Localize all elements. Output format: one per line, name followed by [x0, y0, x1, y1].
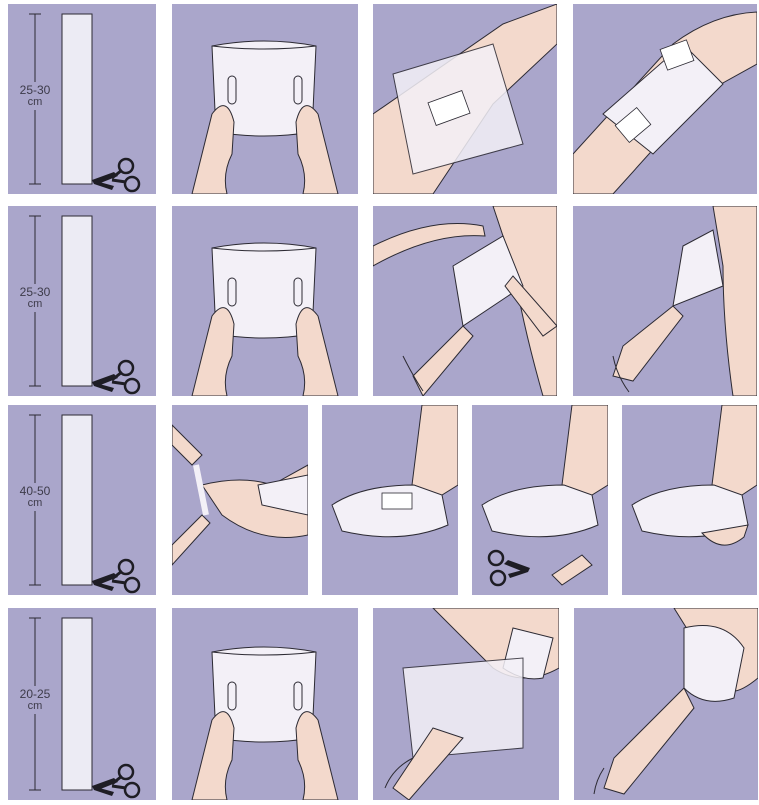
- bandage-on-foot-illustration: [322, 405, 458, 595]
- hands-holding-bandage-illustration: [172, 206, 358, 396]
- row3-step3-panel: [322, 405, 458, 595]
- scissors-icon: [92, 560, 139, 592]
- length-label: 40-50 cm: [13, 483, 57, 511]
- row3-step2-panel: [172, 405, 308, 595]
- hands-holding-bandage-illustration: [172, 608, 358, 800]
- bandaged-knee-illustration: [573, 4, 757, 194]
- row3-step5-panel: [622, 405, 757, 595]
- row4-step3-panel: [373, 608, 559, 800]
- row4-step2-panel: [172, 608, 358, 800]
- row3-step4-panel: [472, 405, 608, 595]
- bandaged-upper-arm-illustration: [573, 206, 757, 396]
- hands-holding-bandage-illustration: [172, 4, 358, 194]
- length-value: 25-30: [20, 83, 51, 97]
- row2-step4-panel: [573, 206, 757, 396]
- scissors-icon: [92, 159, 139, 191]
- stretching-bandage-over-foot-illustration: [172, 405, 308, 595]
- applying-bandage-to-arm-illustration: [373, 206, 557, 396]
- scissors-icon: [489, 551, 530, 585]
- length-value: 25-30: [20, 285, 51, 299]
- bandage-over-elbow-illustration: [373, 608, 559, 800]
- row2-measure-panel: 25-30 cm: [8, 206, 156, 396]
- row4-measure-panel: 20-25 cm: [8, 608, 156, 800]
- cutting-bandage-at-heel-illustration: [472, 405, 608, 595]
- length-unit: cm: [13, 96, 57, 108]
- length-label: 25-30 cm: [13, 82, 57, 110]
- length-unit: cm: [13, 700, 57, 712]
- length-label: 25-30 cm: [13, 284, 57, 312]
- row3-measure-panel: 40-50 cm: [8, 405, 156, 595]
- row1-step4-panel: [573, 4, 757, 194]
- scissors-icon: [92, 765, 139, 797]
- row1-step3-panel: [373, 4, 557, 194]
- row2-step2-panel: [172, 206, 358, 396]
- row1-step2-panel: [172, 4, 358, 194]
- length-value: 40-50: [20, 484, 51, 498]
- length-unit: cm: [13, 497, 57, 509]
- bandaged-ankle-illustration: [622, 405, 757, 595]
- length-label: 20-25 cm: [13, 686, 57, 714]
- row4-step4-panel: [574, 608, 758, 800]
- length-unit: cm: [13, 298, 57, 310]
- row1-measure-panel: 25-30 cm: [8, 4, 156, 194]
- bandaged-elbow-illustration: [574, 608, 758, 800]
- bandage-over-knee-illustration: [373, 4, 557, 194]
- scissors-icon: [92, 361, 139, 393]
- row2-step3-panel: [373, 206, 557, 396]
- length-value: 20-25: [20, 687, 51, 701]
